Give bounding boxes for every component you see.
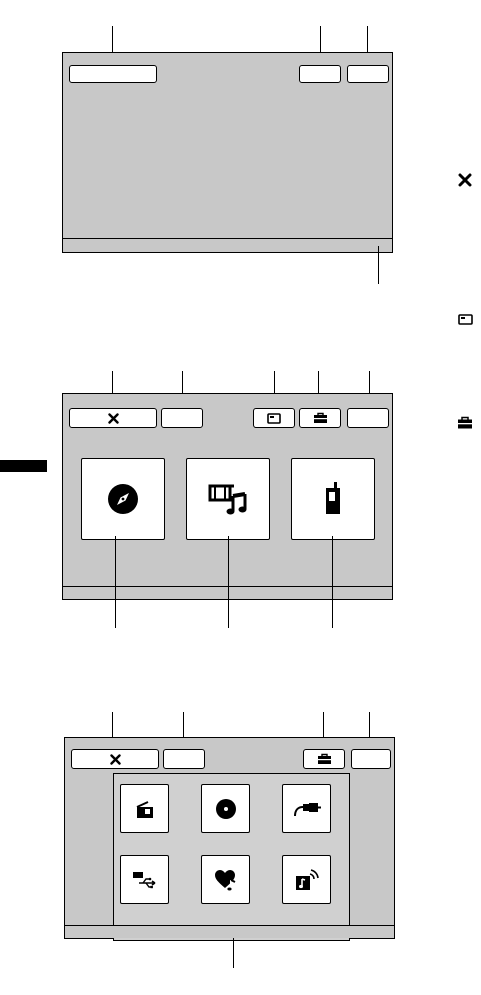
close-button[interactable] (71, 749, 159, 769)
usb-icon (132, 870, 158, 890)
source-button[interactable] (69, 65, 157, 83)
phone-icon (323, 482, 343, 516)
callout-line (378, 246, 379, 284)
option-button[interactable] (347, 65, 389, 83)
toolbox-icon (457, 416, 473, 429)
option-button[interactable] (161, 408, 203, 428)
favorite-tile[interactable] (201, 855, 250, 904)
av-tile[interactable] (186, 458, 270, 540)
card-button[interactable] (253, 408, 295, 428)
close-icon (110, 754, 121, 765)
close-button[interactable] (69, 408, 157, 428)
legend-toolbox (455, 414, 475, 430)
compass-icon (107, 483, 139, 515)
section-tab-marker (0, 460, 47, 472)
option-button[interactable] (299, 65, 341, 83)
disc-icon (215, 798, 237, 820)
close-icon (108, 413, 119, 424)
option-button[interactable] (163, 749, 205, 769)
radio-tile[interactable] (120, 784, 169, 833)
aux-tile[interactable] (282, 784, 331, 833)
toolbox-icon (313, 412, 328, 424)
screen-display (62, 52, 393, 253)
status-bar (63, 238, 392, 252)
callout-line (233, 938, 234, 968)
phone-tile[interactable] (291, 458, 375, 540)
usb-tile[interactable] (120, 855, 169, 904)
callout-line (228, 536, 229, 628)
heart-music-icon (214, 868, 238, 892)
card-icon (458, 314, 473, 325)
toolbox-button[interactable] (303, 749, 345, 769)
legend-card (455, 311, 475, 327)
close-icon (458, 173, 472, 187)
toolbox-icon (317, 753, 332, 765)
card-icon (267, 413, 281, 424)
callout-line (115, 536, 116, 628)
status-bar (65, 925, 394, 938)
option-button[interactable] (347, 408, 389, 428)
disc-tile[interactable] (201, 784, 250, 833)
screen-display (64, 737, 395, 939)
wireless-music-icon (294, 868, 320, 892)
radio-icon (134, 798, 156, 820)
legend-close (455, 170, 475, 190)
option-button[interactable] (351, 749, 391, 769)
navigation-tile[interactable] (81, 458, 165, 540)
wireless-music-tile[interactable] (282, 855, 331, 904)
aux-cable-icon (292, 800, 322, 818)
toolbox-button[interactable] (299, 408, 341, 428)
video-music-icon (208, 482, 248, 516)
callout-line (332, 536, 333, 628)
